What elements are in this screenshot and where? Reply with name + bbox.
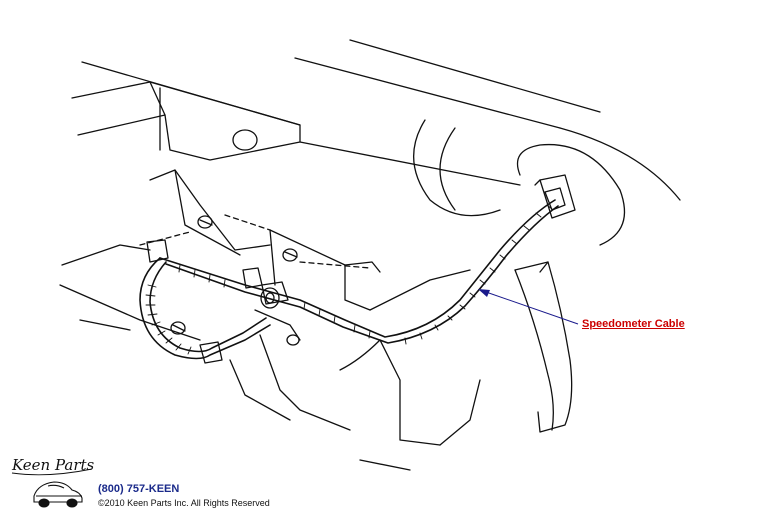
under-dash-bracket bbox=[59, 169, 481, 471]
copyright-notice: ©2010 Keen Parts Inc. All Rights Reserve… bbox=[98, 498, 270, 508]
cable-gauge-connector bbox=[534, 174, 576, 219]
phone-number[interactable]: (800) 757-KEEN bbox=[98, 483, 180, 495]
hidden-lines bbox=[139, 214, 371, 269]
speedometer-cable bbox=[139, 199, 559, 360]
gauge-bowls bbox=[232, 119, 626, 246]
fasteners bbox=[170, 215, 300, 346]
svg-text:Keen Parts: Keen Parts bbox=[11, 456, 95, 474]
callout-label-speedometer-cable[interactable]: Speedometer Cable bbox=[582, 318, 685, 330]
cable-grommet bbox=[260, 287, 280, 309]
callout-leader bbox=[478, 289, 579, 325]
cable-hatching bbox=[145, 204, 553, 355]
side-bracket bbox=[514, 261, 573, 433]
dash-panel-outline bbox=[71, 39, 681, 201]
keen-parts-logo: Keen Parts bbox=[11, 456, 95, 508]
